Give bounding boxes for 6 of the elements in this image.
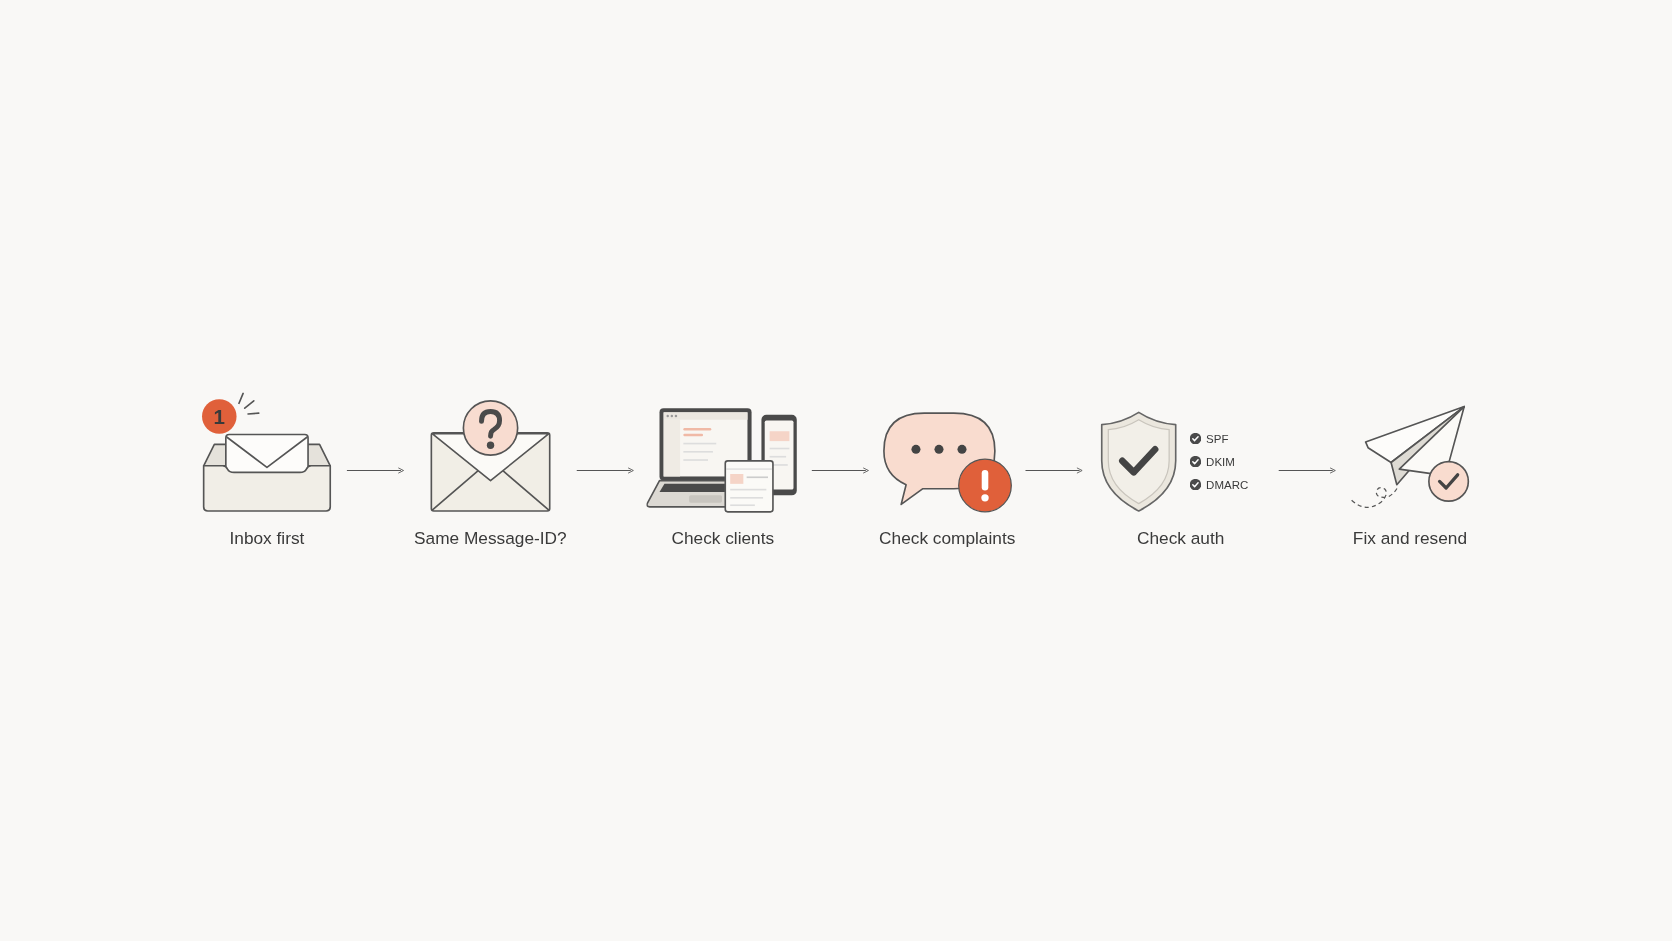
arrow bbox=[1025, 467, 1083, 474]
step-caption: Inbox first bbox=[229, 528, 305, 548]
step-caption: Fix and resend bbox=[1353, 528, 1468, 548]
step-caption: Check clients bbox=[671, 528, 775, 548]
step-caption: Same Message-ID? bbox=[414, 528, 568, 548]
step-caption: Check complaints bbox=[879, 528, 1016, 548]
